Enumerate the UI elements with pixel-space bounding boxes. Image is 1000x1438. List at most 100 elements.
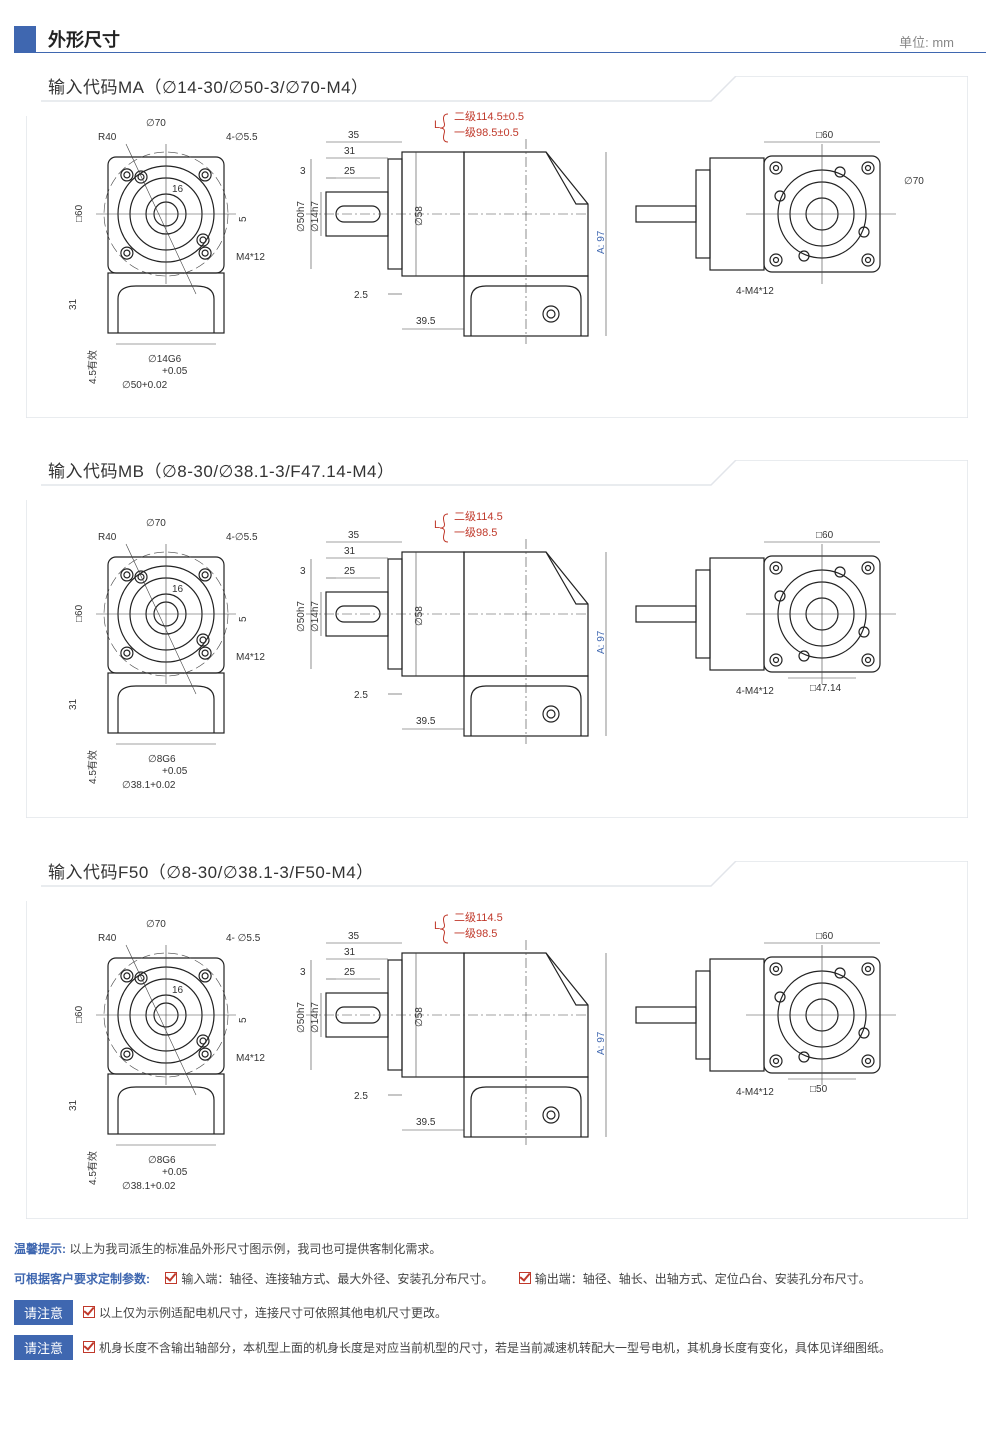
dim-holes: 4-∅5.5 — [226, 532, 258, 543]
notice-badge: 请注意 — [14, 1334, 74, 1360]
dim-l3: 3 — [300, 967, 306, 978]
bolt-hole — [120, 969, 134, 983]
dim-d50h7: ∅50h7 — [296, 601, 307, 632]
dim-d16: 16 — [172, 985, 184, 996]
right-angle-housing — [463, 551, 589, 677]
right-angle-housing — [463, 952, 589, 1078]
header-accent-bar — [14, 26, 36, 52]
dim-d58: ∅58 — [414, 606, 425, 626]
dim-d50h7: ∅50h7 — [296, 1002, 307, 1033]
dim-l25b: 2.5 — [354, 290, 368, 301]
dim-r40: R40 — [98, 532, 117, 543]
end-bolt-hole — [769, 161, 783, 175]
dim-h31: 31 — [68, 1099, 79, 1111]
dim-l395: 39.5 — [416, 1117, 436, 1128]
dim-end-m4: 4-M4*12 — [736, 686, 774, 697]
checkbox-icon — [165, 1272, 178, 1284]
dim-d16: 16 — [172, 184, 184, 195]
dim-l25: 25 — [344, 166, 356, 177]
bolt-hole — [198, 246, 212, 260]
dimension-lines — [96, 539, 896, 745]
dim-tol: +0.05 — [162, 366, 188, 377]
dim-l25: 25 — [344, 967, 356, 978]
dim-d14h7: ∅14h7 — [310, 601, 321, 632]
page-title: 外形尺寸 — [48, 30, 120, 50]
dim-holes: 4- ∅5.5 — [226, 933, 261, 944]
checkbox-icon — [518, 1272, 531, 1284]
bolt-hole — [198, 1047, 212, 1061]
dim-d5: 5 — [238, 616, 249, 622]
dim-l-one-stage: 一级98.5±0.5 — [454, 126, 519, 139]
dim-d70: ∅70 — [146, 919, 166, 930]
bolt-hole — [198, 969, 212, 983]
input-end-text: 输入端：轴径、连接轴方式、最大外径、安装孔分布尺寸。 — [181, 1272, 494, 1286]
dim-d70: ∅70 — [146, 118, 166, 129]
dim-d50h7: ∅50h7 — [296, 201, 307, 232]
dim-l-one-stage: 一级98.5 — [454, 526, 497, 539]
unit-label: 单位: mm — [899, 35, 954, 50]
bolt-hole — [120, 1047, 134, 1061]
checkbox-icon — [83, 1341, 96, 1353]
custom-params-line: 可根据客户要求定制参数: 输入端：轴径、连接轴方式、最大外径、安装孔分布尺寸。 … — [14, 1270, 871, 1287]
dim-holes: 4-∅5.5 — [226, 132, 258, 143]
notice-2: 请注意 机身长度不含输出轴部分，本机型上面的机身长度是对应当前机型的尺寸，若是当… — [14, 1334, 892, 1360]
drawing-lines — [107, 952, 881, 1138]
end-bolt-hole — [861, 962, 875, 976]
dim-end-d70: ∅70 — [904, 176, 924, 187]
notice-1: 请注意 以上仅为示例适配电机尺寸，连接尺寸可依照其他电机尺寸更改。 — [14, 1299, 447, 1325]
drawing-lines — [107, 151, 881, 337]
bolt-hole — [198, 646, 212, 660]
dim-shaft: ∅8G6 — [148, 754, 176, 765]
dim-d5: 5 — [238, 1017, 249, 1023]
bolt-hole — [134, 570, 148, 584]
dim-l35: 35 — [348, 530, 360, 541]
section-title-f50: 输入代码F50（∅8-30/∅38.1-3/F50-M4） — [48, 863, 374, 882]
page-header: 外形尺寸 单位: mm — [14, 22, 986, 53]
reminder-line: 温馨提示: 以上为我司派生的标准品外形尺寸图示例，我司也可提供客制化需求。 — [14, 1240, 441, 1257]
dim-l-two-stage: 二级114.5±0.5 — [454, 110, 524, 123]
dim-end-m4: 4-M4*12 — [736, 1087, 774, 1098]
dim-l: L — [434, 519, 440, 531]
panel-border — [26, 76, 968, 418]
right-angle-housing — [463, 151, 589, 277]
dim-l31: 31 — [344, 947, 356, 958]
dim-m4: M4*12 — [236, 252, 265, 263]
dim-l395: 39.5 — [416, 316, 436, 327]
dim-end-extra: □50 — [810, 1084, 828, 1095]
dim-bore: ∅38.1+0.02 — [122, 780, 176, 791]
dim-tol: +0.05 — [162, 1167, 188, 1178]
dim-h45: 4.5有效 — [86, 750, 99, 784]
bolt-hole — [198, 568, 212, 582]
dim-d14h7: ∅14h7 — [310, 201, 321, 232]
dim-l25: 25 — [344, 566, 356, 577]
end-bolt-hole — [861, 253, 875, 267]
dim-d16: 16 — [172, 584, 184, 595]
notice-text: 机身长度不含输出轴部分，本机型上面的机身长度是对应当前机型的尺寸，若是当前减速机… — [99, 1340, 892, 1355]
dim-r40: R40 — [98, 933, 117, 944]
dim-bore: ∅38.1+0.02 — [122, 1181, 176, 1192]
end-bolt-hole — [769, 962, 783, 976]
dim-shaft: ∅8G6 — [148, 1155, 176, 1166]
dim-l-one-stage: 一级98.5 — [454, 927, 497, 940]
dim-l3: 3 — [300, 166, 306, 177]
bolt-hole — [134, 170, 148, 184]
dim-a97: A: 97 — [596, 1031, 607, 1055]
dim-l: L — [434, 119, 440, 131]
bolt-hole — [120, 168, 134, 182]
bolt-hole — [120, 246, 134, 260]
bolt-hole — [196, 233, 210, 247]
dim-l395: 39.5 — [416, 716, 436, 727]
dim-l31: 31 — [344, 146, 356, 157]
dim-d14h7: ∅14h7 — [310, 1002, 321, 1033]
dim-tol: +0.05 — [162, 766, 188, 777]
end-bolt-hole — [861, 561, 875, 575]
dim-d58: ∅58 — [414, 206, 425, 226]
panel-border — [26, 460, 968, 818]
dim-l: L — [434, 920, 440, 932]
dim-l31: 31 — [344, 546, 356, 557]
dim-end-sq60: □60 — [816, 931, 834, 942]
output-end-text: 输出端：轴径、轴长、出轴方式、定位凸台、安装孔分布尺寸。 — [534, 1272, 871, 1286]
